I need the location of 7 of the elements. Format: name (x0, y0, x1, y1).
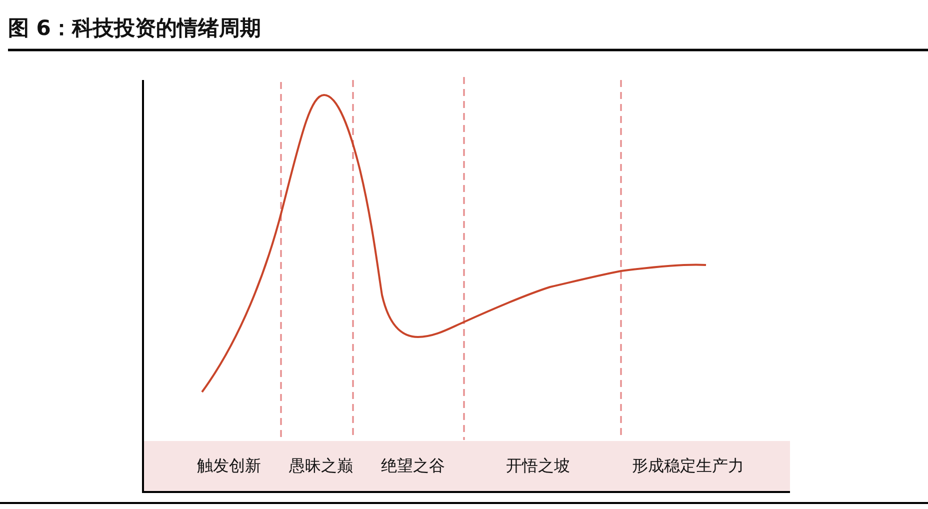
phase-label: 绝望之谷 (381, 456, 445, 474)
phase-label: 形成稳定生产力 (632, 456, 744, 474)
figure-title: 图 6：科技投资的情绪周期 (8, 17, 261, 40)
phase-label: 触发创新 (197, 456, 261, 474)
phase-band (143, 441, 790, 492)
phase-label: 愚昧之巅 (289, 456, 353, 474)
phase-label: 开悟之坡 (506, 456, 570, 474)
